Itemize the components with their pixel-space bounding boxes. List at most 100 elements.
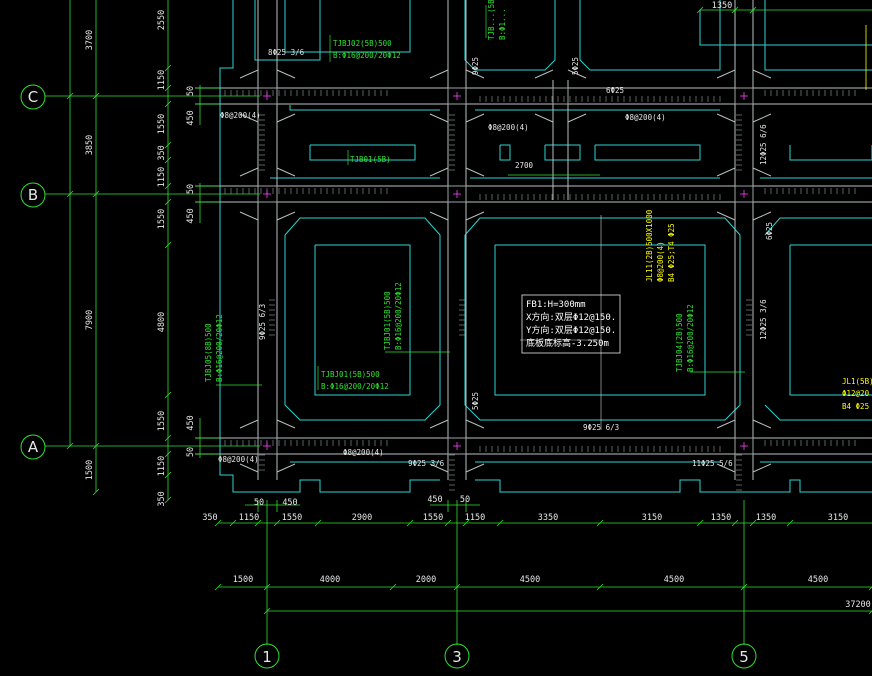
note-line: X方向:双层Φ12@150. <box>526 311 616 323</box>
dim-bottom: 3350 <box>538 513 558 523</box>
dim-bottom-small: 450 <box>282 498 297 508</box>
beam-label-line: B:Φ16@200/20Φ12 <box>333 51 401 60</box>
dim-left-outer: 3700 <box>85 30 95 50</box>
beam-label-line: B:Φ16@200/20Φ12 <box>321 382 389 391</box>
dim-bottom-small: 450 <box>427 495 442 505</box>
rebar-note: 11Φ25 5/6 <box>692 459 733 468</box>
rebar-note: Φ8@200(4) <box>625 113 666 122</box>
beam-label-tjb-top-cut: TJB...(5B)... B:Φ1... <box>487 0 507 40</box>
dim-bottom-2: 4500 <box>520 575 540 585</box>
bottom-small-dimensions: 50 450 450 50 <box>254 495 470 508</box>
rebar-note: 9Φ25 <box>471 57 480 75</box>
dim-bottom: 1550 <box>282 513 302 523</box>
dim-left-small: 50 <box>186 447 196 457</box>
dim-left-small: 50 <box>186 86 196 96</box>
dim-bottom-2: 4000 <box>320 575 340 585</box>
beam-strips <box>195 0 872 480</box>
beam-label-tjb01-mid: TJBJ01(5B)500 B:Φ16@200/20Φ12 <box>383 282 403 350</box>
column-blocks <box>257 87 754 455</box>
dim-bottom: 3150 <box>642 513 662 523</box>
rebar-notes: Φ8@200(4) 9Φ25 3/6 11Φ25 5/6 9Φ25 6/3 6Φ… <box>218 48 774 468</box>
dim-bottom-2: 4500 <box>664 575 684 585</box>
dim-bottom-small: 50 <box>254 498 264 508</box>
dim-bottom-2: 2000 <box>416 575 436 585</box>
rebar-note: 2700 <box>515 161 534 170</box>
beam-label-tjb02: TJBJ02(5B)500 B:Φ16@200/20Φ12 <box>333 39 401 60</box>
rebar-note: 9Φ25 3/6 <box>408 459 445 468</box>
axis-bubble-col-5: 5 <box>731 643 757 669</box>
beam-label-line: TJB...(5B)... <box>487 0 496 40</box>
rebar-note: 9Φ25 6/3 <box>583 423 619 432</box>
pile-marks <box>263 92 748 450</box>
beam-label-line: B:Φ16@200/20Φ12 <box>686 304 695 372</box>
rebar-note: 9Φ25 6/3 <box>258 304 267 340</box>
dim-left-inner: 1550 <box>157 411 167 431</box>
axis-label-3: 3 <box>452 648 462 666</box>
beam-label-tjb01-low: TJBJ01(5B)500 B:Φ16@200/20Φ12 <box>321 370 389 391</box>
left-small-dimensions: 50 450 50 450 450 50 <box>186 86 196 457</box>
axis-bubble-row-A: A <box>20 434 46 460</box>
bottom-dimensions-row1: 350 1150 1550 2900 1550 1150 3350 3150 1… <box>202 513 848 523</box>
rebar-note: 6Φ25 <box>606 86 624 95</box>
dim-top-right: 1350 <box>712 1 732 11</box>
note-line: FB1:H=300mm <box>526 300 586 310</box>
dim-bottom: 1150 <box>465 513 485 523</box>
axis-label-C: C <box>28 88 38 106</box>
beam-label-line: Φ12@20 <box>842 389 870 398</box>
dim-left-small: 450 <box>186 208 196 223</box>
beam-label-line: B:Φ16@200/20Φ12 <box>394 282 403 350</box>
dim-left-outer: 1500 <box>85 460 95 480</box>
rebar-note: 12Φ25 6/6 <box>759 124 768 165</box>
beam-label-jl1: JL1(5B) Φ12@20 B4 Φ25 <box>842 377 872 411</box>
left-outer-dimensions: 3700 3850 7900 1500 <box>85 30 95 480</box>
note-line: 底板底标高-3.250m <box>526 337 609 349</box>
dim-bottom: 1350 <box>756 513 776 523</box>
beam-label-line: TJBJ05(8B)500 <box>204 323 213 382</box>
dim-left-inner: 350 <box>157 145 167 160</box>
axis-label-5: 5 <box>739 648 749 666</box>
dim-left-inner: 1550 <box>157 209 167 229</box>
dim-left-small: 450 <box>186 415 196 430</box>
beam-label-line: B4 Φ25 <box>842 402 869 411</box>
rebar-note: Φ8@200(4) <box>218 455 259 464</box>
dim-left-inner: 1150 <box>157 167 167 187</box>
dim-bottom-total: 37200 <box>845 600 871 610</box>
left-inner-dimensions: 2550 1150 1550 350 1150 1550 4800 1550 1… <box>157 10 167 507</box>
beam-label-tjb04: TJBJ04(2B)500 B:Φ16@200/20Φ12 <box>675 304 695 372</box>
beam-label-line: TJBJ01(5B)500 <box>383 291 392 350</box>
dimension-ticks <box>66 6 872 615</box>
beam-label-jl11: JL11(2B)500X1000 Φ8@200(4) B4 Φ25;T4 Φ25 <box>645 209 676 282</box>
dim-left-small: 50 <box>186 184 196 194</box>
dim-left-outer: 7900 <box>85 310 95 330</box>
axis-bubble-row-C: C <box>20 84 46 110</box>
rebar-tick-marks <box>224 90 856 491</box>
dim-left-inner: 1150 <box>157 70 167 90</box>
axis-bubble-col-1: 1 <box>254 643 280 669</box>
beam-label-tjb05: TJBJ05(8B)500 B:Φ16@200/20Φ12 <box>204 314 224 382</box>
beam-label-line: TJBJ02(5B)500 <box>333 39 392 48</box>
beam-label-tjb01-top: TJB01(5B) <box>350 155 391 164</box>
rebar-note: Φ8@200(4) <box>488 123 529 132</box>
dim-left-inner: 4800 <box>157 312 167 332</box>
bottom-dimensions-row2: 1500 4000 2000 4500 4500 4500 <box>233 575 828 585</box>
rebar-note: 5Φ25 <box>471 392 480 410</box>
beam-label-line: B:Φ16@200/20Φ12 <box>215 314 224 382</box>
dim-bottom-2: 4500 <box>808 575 828 585</box>
beam-label-line: B:Φ1... <box>498 8 507 40</box>
axis-label-A: A <box>28 438 39 456</box>
dim-bottom: 2900 <box>352 513 372 523</box>
slab-axis-lines <box>520 215 602 430</box>
dim-bottom-small: 50 <box>460 495 470 505</box>
dim-left-inner: 1150 <box>157 456 167 476</box>
leader-lines <box>216 5 745 390</box>
rebar-note: 8Φ25 3/6 <box>268 48 305 57</box>
rebar-note: Φ8@200(4) <box>343 448 384 457</box>
rebar-note: Φ8@200(4) <box>220 111 261 120</box>
beam-label-line: TJBJ01(5B)500 <box>321 370 380 379</box>
grid-lines <box>45 0 872 645</box>
rebar-note: 12Φ25 3/6 <box>759 299 768 340</box>
beam-label-line: TJBJ04(2B)500 <box>675 313 684 372</box>
dim-bottom: 1350 <box>711 513 731 523</box>
dim-left-small: 450 <box>186 110 196 125</box>
beam-label-line: JL11(2B)500X1000 <box>645 209 654 282</box>
